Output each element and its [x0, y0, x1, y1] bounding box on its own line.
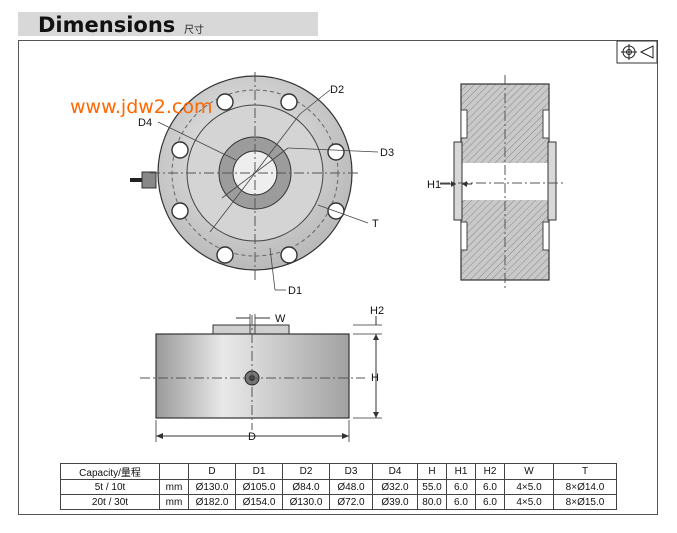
label-d: D [248, 431, 256, 443]
drawing-frame [18, 40, 658, 515]
table-header-cell: D [188, 463, 236, 480]
table-cell: Ø48.0 [329, 479, 373, 495]
table-cell: Ø39.0 [372, 494, 418, 510]
table-cell: Ø105.0 [235, 479, 283, 495]
table-cell: Ø154.0 [235, 494, 283, 510]
label-t: T [372, 218, 379, 230]
table-header-row: Capacity/量程 D D1 D2 D3 D4 H H1 H2 W T [60, 463, 617, 480]
label-h: H [371, 372, 379, 384]
table-cell: 6.0 [446, 479, 476, 495]
table-cell: Ø130.0 [188, 479, 236, 495]
table-row: 20t / 30t mm Ø182.0 Ø154.0 Ø130.0 Ø72.0 … [60, 494, 617, 510]
mounting-holes [171, 93, 345, 264]
label-d4: D4 [138, 117, 152, 129]
table-header-cell: D2 [282, 463, 330, 480]
page-subtitle: 尺寸 [184, 25, 204, 36]
front-view [140, 314, 382, 442]
table-cell: Ø72.0 [329, 494, 373, 510]
table-cell: Ø32.0 [372, 479, 418, 495]
table-header-cell [159, 463, 189, 480]
table-cell: mm [159, 494, 189, 510]
table-cell: 55.0 [417, 479, 447, 495]
header-bar [18, 12, 318, 36]
table-cell: 8×Ø15.0 [553, 494, 617, 510]
table-cell: 4×5.0 [504, 494, 554, 510]
table-header-cell: D1 [235, 463, 283, 480]
table-cell: 6.0 [475, 494, 505, 510]
label-d2: D2 [330, 84, 344, 96]
label-w: W [275, 313, 286, 325]
label-d1: D1 [288, 285, 302, 297]
table-cell: 8×Ø14.0 [553, 479, 617, 495]
watermark: www.jdw2.com [70, 96, 213, 118]
table-cell: Ø182.0 [188, 494, 236, 510]
table-cell: Ø84.0 [282, 479, 330, 495]
label-h2: H2 [370, 305, 384, 317]
section-view [440, 75, 565, 290]
table-header-cell: H1 [446, 463, 476, 480]
projection-symbol-icon [616, 40, 658, 64]
table-cell: 4×5.0 [504, 479, 554, 495]
table-header-cell: W [504, 463, 554, 480]
spec-table: Capacity/量程 D D1 D2 D3 D4 H H1 H2 W T 5t… [60, 463, 617, 510]
table-header-cell: D4 [372, 463, 418, 480]
table-header-cell: H2 [475, 463, 505, 480]
table-header-cell: H [417, 463, 447, 480]
table-cell: mm [159, 479, 189, 495]
table-row: 5t / 10t mm Ø130.0 Ø105.0 Ø84.0 Ø48.0 Ø3… [60, 479, 617, 495]
table-cell: 80.0 [417, 494, 447, 510]
table-header-cell: T [553, 463, 617, 480]
table-cell: Ø130.0 [282, 494, 330, 510]
table-header-cell: D3 [329, 463, 373, 480]
table-cell: 6.0 [446, 494, 476, 510]
table-cell: 20t / 30t [60, 494, 160, 510]
table-cell: 6.0 [475, 479, 505, 495]
label-h1: H1 [427, 179, 441, 191]
top-view [130, 72, 379, 291]
label-d3: D3 [380, 147, 394, 159]
table-header-cell: Capacity/量程 [60, 463, 160, 480]
page-title: Dimensions [38, 13, 176, 37]
table-cell: 5t / 10t [60, 479, 160, 495]
